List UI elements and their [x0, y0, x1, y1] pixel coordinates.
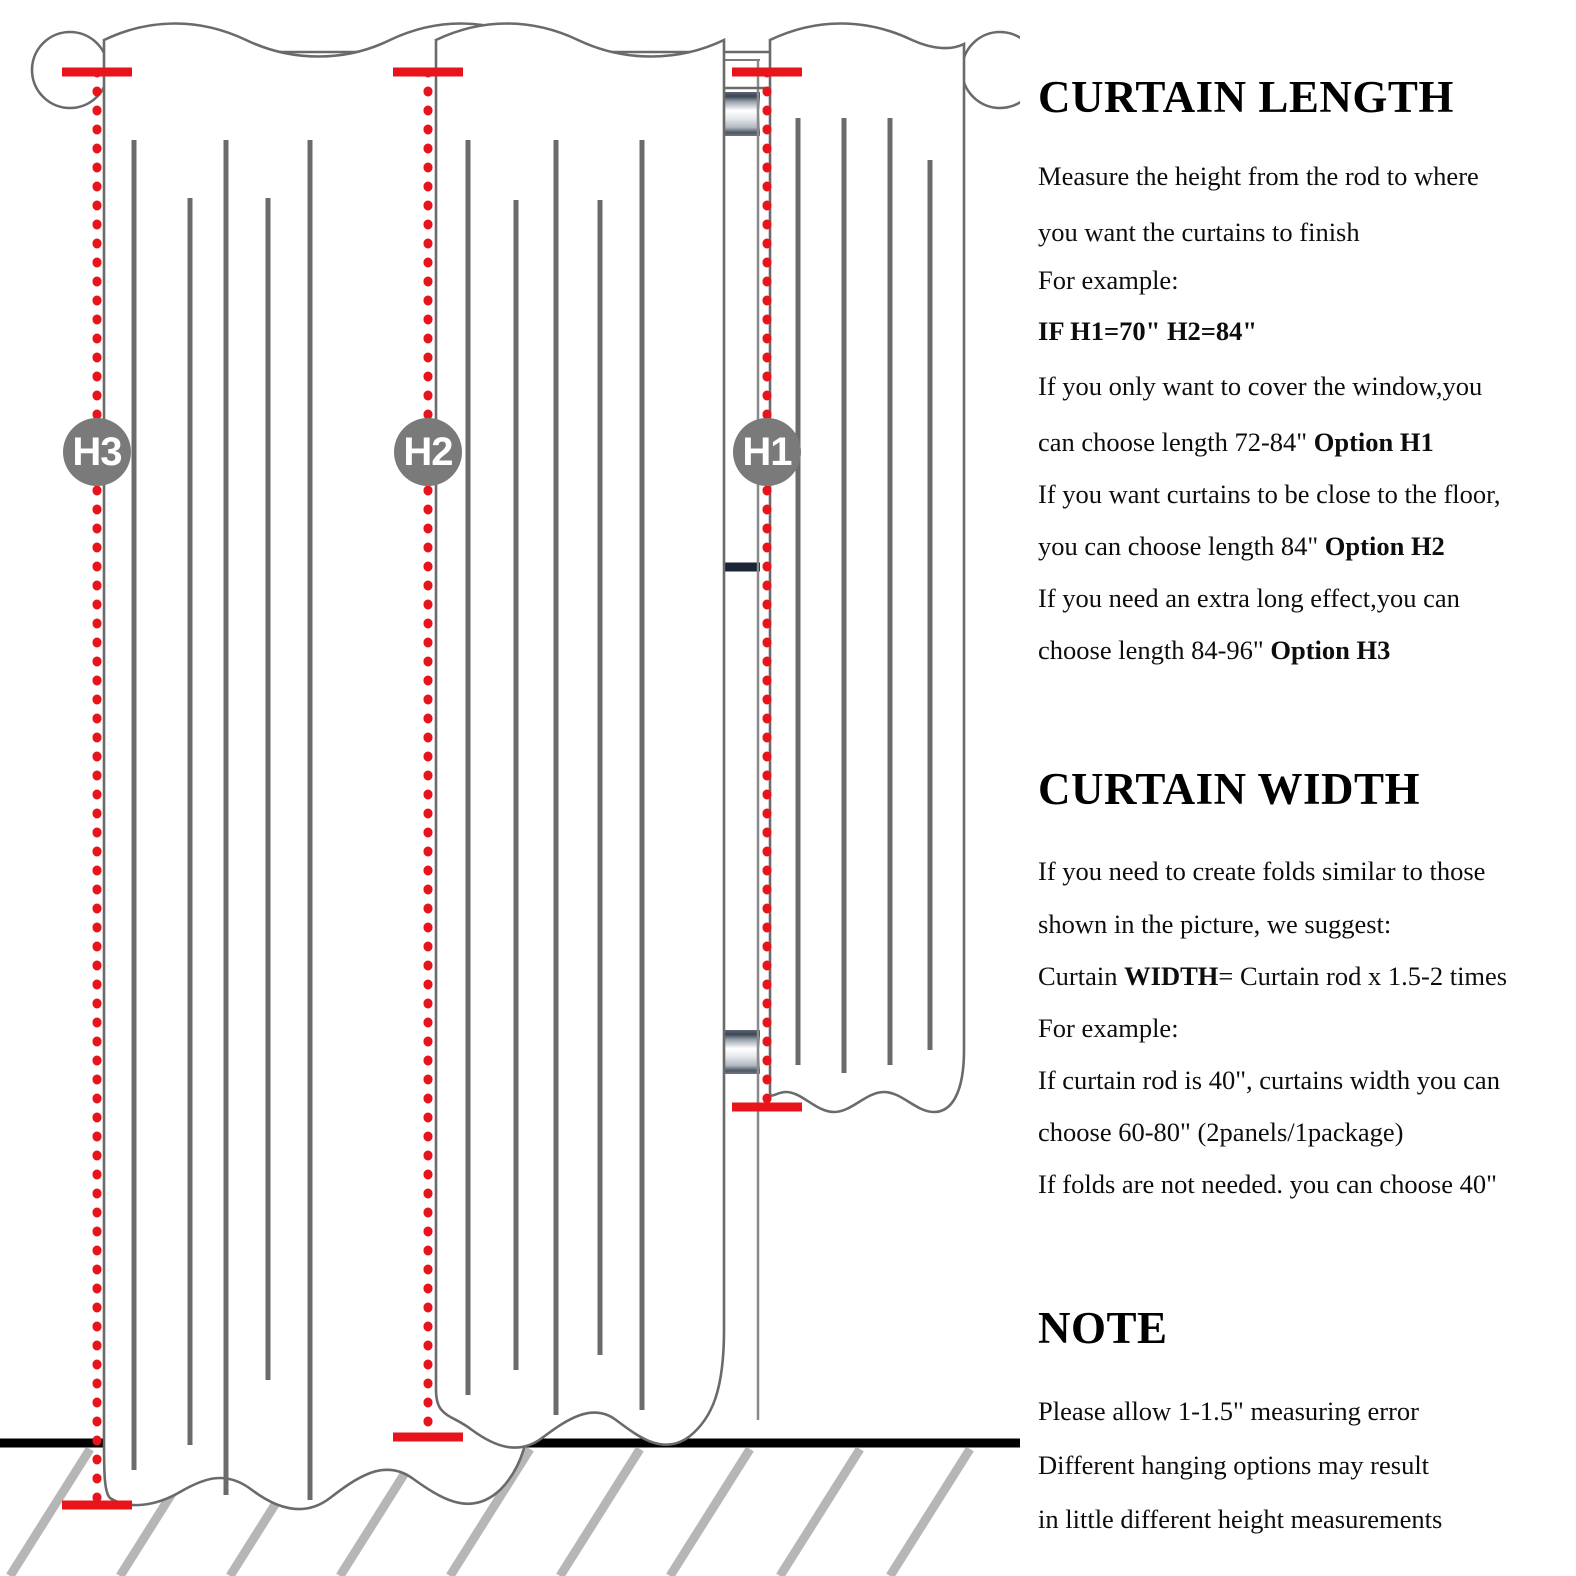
- option-h2-label: Option H2: [1324, 531, 1445, 561]
- note-line-1: Please allow 1-1.5" measuring error: [1038, 1396, 1419, 1426]
- width-formula: Curtain WIDTH= Curtain rod x 1.5-2 times: [1038, 948, 1507, 1004]
- width-line-6: choose 60-80" (2panels/1package): [1038, 1117, 1404, 1147]
- width-line-1: If you need to create folds similar to t…: [1038, 856, 1486, 886]
- measurement-lines: [62, 67, 802, 1510]
- marker-badge-h2: H2: [394, 418, 462, 486]
- curtain-folds-right: [795, 118, 933, 1073]
- option-h3-label: Option H3: [1270, 635, 1391, 665]
- option-h2-line-1: If you want curtains to be close to the …: [1038, 479, 1501, 509]
- width-formula-bold: WIDTH: [1124, 961, 1219, 991]
- note-line-3: in little different height measurements: [1038, 1504, 1443, 1534]
- width-formula-post: = Curtain rod x 1.5-2 times: [1218, 961, 1508, 991]
- option-h3-line-2: choose length 84-96" Option H3: [1038, 622, 1390, 678]
- instructions-column: CURTAIN LENGTH Measure the height from t…: [1032, 0, 1576, 1576]
- curtain-panel-middle: [434, 22, 726, 1449]
- floor-hatching: [6, 1446, 974, 1576]
- curtain-folds-middle: [465, 140, 645, 1415]
- width-line-2: shown in the picture, we suggest:: [1038, 909, 1392, 939]
- width-line-5: If curtain rod is 40", curtains width yo…: [1038, 1065, 1500, 1095]
- curtain-length-heading: CURTAIN LENGTH: [1038, 72, 1454, 122]
- marker-label-h3: H3: [72, 430, 122, 474]
- option-h1-text: can choose length 72-84": [1038, 427, 1314, 457]
- option-h2-text: you can choose length 84": [1038, 531, 1325, 561]
- rod-finial-right: [960, 30, 1020, 110]
- length-line-1: Measure the height from the rod to where: [1038, 161, 1479, 191]
- option-h3-text: choose length 84-96": [1038, 635, 1271, 665]
- marker-badge-h1: H1: [733, 418, 801, 486]
- curtain-width-heading: CURTAIN WIDTH: [1038, 764, 1421, 814]
- length-line-3: For example:: [1038, 265, 1179, 295]
- note-heading: NOTE: [1038, 1303, 1168, 1353]
- curtain-panel-right: [768, 22, 966, 1114]
- option-h1-line-2: can choose length 72-84" Option H1: [1038, 414, 1434, 470]
- option-h1-line-1: If you only want to cover the window,you: [1038, 371, 1483, 401]
- curtain-folds-left: [131, 140, 313, 1500]
- length-line-2: you want the curtains to finish: [1038, 217, 1360, 247]
- curtain-diagram: H3 H2 H1: [0, 22, 1020, 1576]
- marker-label-h2: H2: [403, 430, 453, 474]
- width-line-7: If folds are not needed. you can choose …: [1038, 1169, 1497, 1199]
- option-h1-label: Option H1: [1313, 427, 1434, 457]
- option-h3-line-1: If you need an extra long effect,you can: [1038, 583, 1460, 613]
- marker-badge-h3: H3: [63, 418, 131, 486]
- width-formula-pre: Curtain: [1038, 961, 1125, 991]
- marker-label-h1: H1: [742, 430, 792, 474]
- option-h2-line-2: you can choose length 84" Option H2: [1038, 518, 1445, 574]
- length-example-bold: IF H1=70" H2=84": [1038, 316, 1258, 346]
- width-line-4: For example:: [1038, 1013, 1179, 1043]
- note-line-2: Different hanging options may result: [1038, 1450, 1430, 1480]
